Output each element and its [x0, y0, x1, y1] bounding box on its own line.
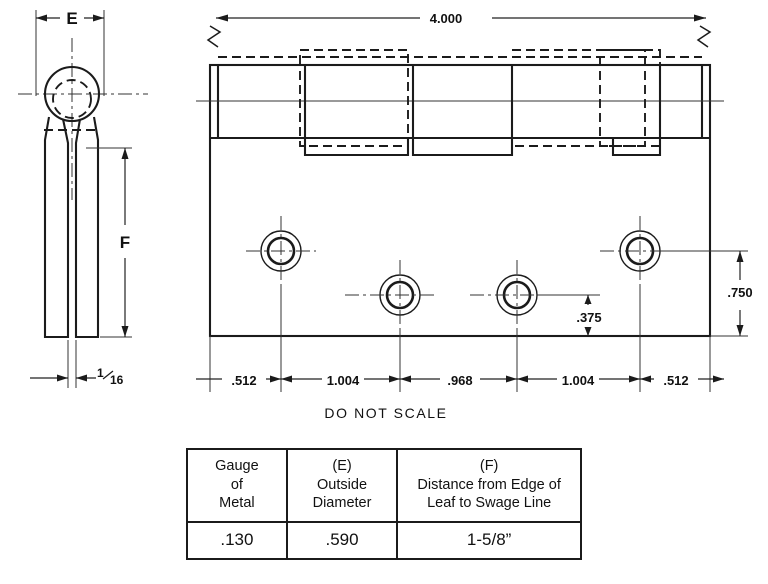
column-header-outside-diameter: (E) Outside Diameter: [285, 448, 399, 523]
dim375-arrow-bottom: [584, 327, 592, 336]
side-view-group: [18, 10, 148, 388]
dim750-arrow-bottom: [736, 325, 744, 336]
knuckle-inner-hidden-circle: [52, 79, 92, 119]
dimension-segment-3-text: .968: [447, 373, 472, 388]
gap-dim-arrow-right: [76, 374, 87, 382]
dim-seg4-arrow-right: [629, 375, 640, 383]
gap-dimension-label: 1 16: [97, 366, 124, 387]
dimension-segment-4-text: 1.004: [562, 373, 595, 388]
dimension-750-text: .750: [727, 285, 752, 300]
right-leaf-outline: [74, 116, 100, 339]
dimension-375-text: .375: [576, 310, 601, 325]
gap-dim-arrow-left: [57, 374, 68, 382]
dim-seg4-arrow-left: [517, 375, 528, 383]
e-dimension-label: E: [66, 9, 77, 28]
plan-view-group: [196, 14, 748, 392]
overall-dim-arrow-right: [694, 14, 706, 22]
dimension-segment-5-text: .512: [663, 373, 688, 388]
dim-seg1-arrow: [270, 375, 281, 383]
column-header-distance-to-swage-line: (F) Distance from Edge of Leaf to Swage …: [396, 448, 582, 523]
column-header-gauge-of-metal: Gauge of Metal: [186, 448, 288, 523]
knuckle-hidden-1: [299, 49, 409, 147]
break-symbol-left: [206, 25, 222, 48]
dimension-segment-2-text: 1.004: [327, 373, 360, 388]
do-not-scale-note: DO NOT SCALE: [324, 405, 447, 421]
dim750-text-bg: [718, 280, 764, 302]
dim-seg5-arrow: [640, 375, 651, 383]
dim375-text-bg: [566, 305, 612, 327]
dim-seg2-arrow-right: [389, 375, 400, 383]
seg4-text-bg: [557, 369, 599, 390]
cell-distance-edge-to-swage: 1-5/8”: [396, 520, 582, 560]
dim-seg3-arrow-left: [400, 375, 411, 383]
dim-seg3-arrow-right: [506, 375, 517, 383]
dim750-arrow-top: [736, 251, 744, 262]
header-dia-line2: Outside: [317, 476, 368, 493]
e-dim-arrow-left: [36, 14, 47, 22]
header-gauge-line2: of: [230, 476, 243, 493]
dim375-arrow-top: [584, 295, 592, 304]
e-dim-arrow-right: [93, 14, 104, 22]
gap-numerator: 1: [97, 366, 104, 380]
gap-denominator: 16: [110, 373, 124, 387]
overall-dim-arrow-left: [216, 14, 228, 22]
dim-seg2-arrow-left: [281, 375, 292, 383]
seg5-text-bg: [654, 369, 698, 390]
header-dist-line1: (F): [479, 458, 499, 474]
fraction-slash: [102, 370, 114, 380]
f-dimension-label: F: [120, 233, 130, 252]
mounting-hole-1: [246, 216, 316, 286]
dimension-segment-1-text: .512: [231, 373, 256, 388]
seg3-text-bg: [440, 369, 480, 390]
mounting-hole-2: [345, 260, 435, 330]
left-leaf-outline: [43, 116, 70, 339]
knuckle-solid-2: [411, 65, 514, 157]
overall-dimension-text: 4.000: [430, 11, 463, 26]
header-dist-line2: Distance from Edge of: [417, 476, 561, 493]
header-dist-line3: Leaf to Swage Line: [427, 495, 552, 512]
header-gauge-line3: Metal: [219, 495, 255, 512]
knuckle-hidden-3: [599, 49, 661, 147]
knuckle-outer-circle: [43, 65, 101, 123]
break-symbol-right: [696, 25, 712, 48]
hinge-leaf-plate-outline: [208, 63, 712, 338]
cell-gauge-of-metal: .130: [186, 520, 288, 560]
f-dim-arrow-top: [121, 148, 129, 159]
overall-dim-text-bg: [420, 8, 472, 28]
dim-seg5-arrow-right: [713, 375, 724, 383]
header-gauge-line1: Gauge: [215, 458, 259, 474]
header-dia-line3: Diameter: [312, 495, 372, 512]
knuckle-hidden-2: [512, 49, 646, 147]
specification-table: Gauge of Metal (E) Outside Diameter (F) …: [186, 448, 582, 560]
table-row: .130 .590 1-5/8”: [186, 520, 582, 560]
header-dia-line1: (E): [332, 458, 352, 474]
table-header-row: Gauge of Metal (E) Outside Diameter (F) …: [186, 448, 582, 523]
seg2-text-bg: [322, 369, 364, 390]
seg1-text-bg: [222, 369, 266, 390]
cell-outside-diameter: .590: [285, 520, 399, 560]
f-dim-arrow-bottom: [121, 326, 129, 337]
